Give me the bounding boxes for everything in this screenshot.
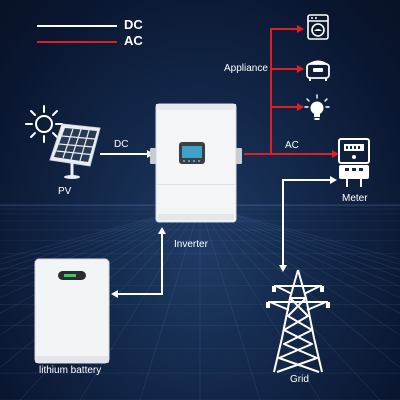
ac-line-to-washer — [270, 28, 298, 30]
arrow-down-icon — [279, 265, 287, 272]
arrow-right-icon — [297, 25, 304, 33]
floor-grid-line — [0, 204, 201, 265]
floor-grid-line — [139, 204, 201, 400]
floor-grid-line — [199, 204, 400, 314]
sun-icon — [25, 105, 63, 143]
legend-dc-label: DC — [124, 17, 143, 32]
transmission-tower-icon — [266, 269, 330, 373]
solar-panel-icon — [49, 123, 101, 179]
floor-grid-line — [199, 204, 400, 299]
line-inverter-to-battery-horizontal — [118, 293, 163, 295]
legend-ac-label: AC — [124, 33, 143, 48]
floor-grid-line — [0, 204, 201, 260]
line-meter-to-grid-horizontal — [283, 179, 331, 181]
arrow-right-icon — [297, 103, 304, 111]
appliance-label: Appliance — [224, 63, 268, 74]
legend-dc-line — [37, 25, 117, 27]
grid-label: Grid — [290, 374, 309, 385]
meter-label: Meter — [342, 193, 368, 204]
ac-line-to-bulb — [270, 106, 298, 108]
lithium-battery — [34, 258, 110, 364]
arrow-right-icon — [332, 150, 339, 158]
arrow-right-icon — [330, 176, 337, 184]
line-inverter-to-battery-vertical — [161, 234, 163, 295]
battery-label: lithium battery — [39, 365, 102, 376]
electric-meter-icon — [338, 138, 370, 187]
floor-grid-line — [0, 204, 201, 271]
floor-grid-line — [79, 204, 201, 400]
floor-grid-line — [199, 204, 261, 400]
floor-grid-line — [199, 204, 400, 271]
ac-line-inverter-out — [244, 153, 271, 155]
floor-grid-line — [19, 204, 201, 400]
rice-cooker-icon — [306, 60, 330, 81]
floor-grid-line — [199, 204, 400, 336]
legend-ac-line — [37, 41, 117, 43]
ac-line-to-cooker — [270, 68, 298, 70]
floor-grid-line — [0, 204, 201, 299]
floor-grid-line — [0, 204, 201, 314]
inverter — [150, 103, 242, 223]
line-meter-to-grid-vertical — [282, 179, 284, 266]
floor-grid-line — [0, 204, 201, 278]
dc-line-pv-to-inverter — [100, 153, 148, 155]
ac-line-vertical — [270, 28, 272, 154]
arrow-up-icon — [158, 227, 166, 234]
inverter-label: Inverter — [174, 239, 208, 250]
floor-grid-line — [199, 204, 400, 260]
floor-grid-line — [199, 204, 321, 400]
pv-label: PV — [58, 186, 72, 197]
washing-machine-icon — [307, 14, 329, 40]
ac-label: AC — [285, 140, 299, 151]
ac-line-to-meter — [270, 153, 333, 155]
dc-label: DC — [114, 139, 129, 150]
floor-grid-line — [199, 204, 400, 278]
light-bulb-icon — [304, 94, 330, 120]
arrow-left-icon — [111, 290, 118, 298]
arrow-right-icon — [297, 65, 304, 73]
floor-grid-line — [199, 204, 400, 265]
floor-grid-line — [0, 204, 201, 287]
floor-grid-line — [199, 204, 400, 287]
